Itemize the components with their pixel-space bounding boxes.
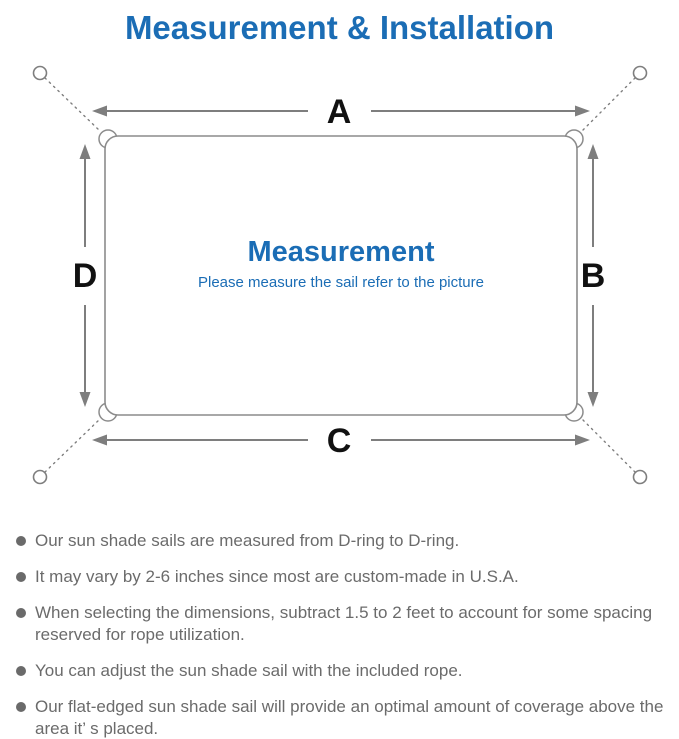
bullet-icon <box>16 572 26 582</box>
bullet-icon <box>16 536 26 546</box>
note-item: When selecting the dimensions, subtract … <box>14 602 665 646</box>
arrowhead-right-icon <box>575 105 590 117</box>
note-item: You can adjust the sun shade sail with t… <box>14 660 665 682</box>
note-text: Our sun shade sails are measured from D-… <box>35 531 460 550</box>
bullet-icon <box>16 702 26 712</box>
dimension-label-d: D <box>73 257 98 295</box>
rope-bottom-left <box>44 418 101 473</box>
bullet-icon <box>16 608 26 618</box>
note-item: Our sun shade sails are measured from D-… <box>14 530 665 552</box>
sail-panel <box>104 135 578 416</box>
arrowhead-up-icon <box>79 144 91 159</box>
notes-list: Our sun shade sails are measured from D-… <box>0 530 679 739</box>
measurement-diagram: A C D B Measurement Please meas <box>32 65 648 485</box>
dimension-arrow-b: B <box>581 144 606 407</box>
arrowhead-down-icon <box>587 392 599 407</box>
dimension-label-b: B <box>581 257 606 295</box>
dimension-label-c: C <box>327 422 352 460</box>
note-text: You can adjust the sun shade sail with t… <box>35 661 463 680</box>
rope-bottom-right <box>581 418 636 473</box>
dimension-arrow-c: C <box>92 422 590 460</box>
diagram-center-title: Measurement <box>248 236 435 268</box>
rope-top-left <box>44 77 101 132</box>
arrowhead-left-icon <box>92 105 107 117</box>
anchor-ring-top-right-icon <box>632 65 648 81</box>
arrowhead-down-icon <box>79 392 91 407</box>
arrowhead-up-icon <box>587 144 599 159</box>
note-text: Our flat-edged sun shade sail will provi… <box>35 697 664 738</box>
dimension-arrow-d: D <box>73 144 98 407</box>
dimension-label-a: A <box>327 93 352 131</box>
anchor-rope-lines <box>44 77 636 473</box>
page-title: Measurement & Installation <box>124 9 555 46</box>
anchor-rings <box>32 65 648 485</box>
note-text: When selecting the dimensions, subtract … <box>35 603 653 644</box>
anchor-ring-bottom-right-icon <box>632 469 648 485</box>
anchor-ring-top-left-icon <box>32 65 48 81</box>
bullet-icon <box>16 666 26 676</box>
arrowhead-right-icon <box>575 434 590 446</box>
anchor-ring-bottom-left-icon <box>32 469 48 485</box>
dimension-arrow-a: A <box>92 93 590 131</box>
arrowhead-left-icon <box>92 434 107 446</box>
note-item: It may vary by 2-6 inches since most are… <box>14 566 665 588</box>
note-item: Our flat-edged sun shade sail will provi… <box>14 696 665 739</box>
diagram-center-subtitle: Please measure the sail refer to the pic… <box>198 274 484 291</box>
rope-top-right <box>581 77 636 132</box>
note-text: It may vary by 2-6 inches since most are… <box>35 567 519 586</box>
